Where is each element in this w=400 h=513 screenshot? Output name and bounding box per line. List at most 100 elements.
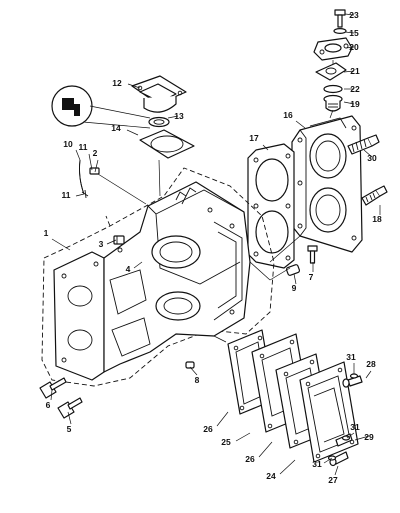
callout-leader-4 (133, 261, 143, 269)
callout-leader-24 (279, 459, 296, 475)
callout-leader-23 (344, 13, 355, 16)
thermostat-cover-20 (313, 37, 353, 61)
callout-label-22: 22 (350, 84, 360, 94)
callout-leader-11 (75, 193, 85, 197)
callout-label-19: 19 (350, 99, 360, 109)
callout-label-16: 16 (283, 110, 293, 120)
callout-leader-3 (106, 239, 117, 245)
inset-detail-circle (51, 85, 151, 129)
callout-label-10: 10 (63, 139, 73, 149)
callout-leader-9 (293, 273, 297, 285)
callout-label-23: 23 (349, 10, 359, 20)
bolt-28 (342, 375, 363, 388)
thermostat-assembly (313, 9, 353, 112)
callout-label-15: 15 (349, 28, 359, 38)
top-cover-12 (131, 75, 187, 113)
callout-leader-8 (189, 366, 198, 376)
callout-label-9: 9 (292, 283, 297, 293)
callout-label-11: 11 (62, 190, 71, 200)
spark-plug-30 (347, 134, 380, 155)
callout-leader-26 (216, 411, 229, 427)
screw-7 (307, 245, 318, 264)
callout-leader-17 (262, 144, 269, 151)
bolt-23 (334, 9, 346, 28)
callout-label-1: 1 (44, 228, 49, 238)
cylinder-head-16 (291, 115, 363, 253)
pin-8 (185, 361, 195, 369)
callout-leader-2 (94, 159, 99, 173)
assembly-leader-lines (97, 60, 334, 343)
hose-10 (79, 159, 85, 195)
fitting-2 (89, 167, 100, 175)
callout-leader-10 (75, 149, 81, 161)
callout-leader-26 (258, 441, 273, 458)
screw-3 (113, 235, 125, 245)
callout-label-27: 27 (328, 475, 338, 485)
callout-label-13: 13 (174, 111, 184, 121)
callout-leader-19 (343, 101, 355, 105)
callout-leader-30 (363, 149, 373, 158)
callout-label-11: 11 (79, 142, 88, 152)
callout-label-2: 2 (93, 148, 98, 158)
callout-label-31: 31 (312, 459, 322, 469)
callout-label-21: 21 (350, 66, 360, 76)
callout-label-31: 31 (350, 422, 360, 432)
callout-leader-13 (167, 115, 179, 119)
callout-label-20: 20 (349, 42, 359, 52)
washer-31-upper (349, 373, 359, 379)
exhaust-cover-24 (299, 361, 359, 463)
dowel-9 (285, 264, 301, 276)
callout-leader-20 (345, 46, 355, 49)
callout-leader-12 (127, 83, 141, 89)
callout-label-8: 8 (195, 375, 200, 385)
callout-label-4: 4 (126, 264, 131, 274)
seal-13 (148, 116, 170, 128)
callout-leader-28 (365, 370, 372, 379)
seal-22 (323, 84, 343, 94)
callout-label-28: 28 (366, 359, 376, 369)
callout-leader-29 (354, 435, 370, 441)
callout-label-14: 14 (111, 123, 121, 133)
callout-label-3: 3 (99, 239, 104, 249)
callout-label-24: 24 (266, 471, 276, 481)
callout-label-26: 26 (203, 424, 213, 434)
thermostat-19 (323, 94, 343, 112)
callout-label-26: 26 (245, 454, 255, 464)
washer-31-middle (341, 435, 351, 441)
callout-label-29: 29 (364, 432, 374, 442)
crankcase-dashed-boundary (41, 167, 275, 387)
callout-leader-11 (88, 153, 93, 171)
callout-leader-16 (295, 120, 306, 129)
callout-label-25: 25 (221, 437, 231, 447)
bolt-18 (361, 185, 388, 206)
callout-label-7: 7 (309, 272, 314, 282)
callout-leader-31 (346, 432, 355, 439)
bolt-6 (39, 377, 67, 399)
callout-leader-15 (344, 31, 355, 34)
callout-leader-5 (67, 411, 72, 425)
gasket-21 (315, 62, 347, 81)
callout-leader-1 (51, 238, 71, 251)
callout-leader-6 (50, 389, 53, 401)
callout-label-30: 30 (367, 153, 377, 163)
callout-label-17: 17 (249, 133, 259, 143)
callout-label-5: 5 (67, 424, 72, 434)
callout-label-12: 12 (112, 78, 122, 88)
callout-label-18: 18 (372, 214, 382, 224)
callout-label-31: 31 (346, 352, 356, 362)
callout-label-6: 6 (46, 400, 51, 410)
callout-leader-14 (126, 129, 139, 136)
washer-15 (333, 28, 347, 35)
callout-leader-25 (235, 432, 251, 442)
cylinder-block-1 (53, 181, 251, 381)
clip-11 (81, 189, 89, 199)
callout-leader-27 (334, 465, 339, 476)
callout-leader-21 (343, 70, 355, 73)
bolt-5 (57, 397, 83, 419)
callout-leader-31 (323, 457, 333, 464)
head-gasket-17 (247, 143, 295, 269)
gasket-14 (139, 129, 195, 159)
